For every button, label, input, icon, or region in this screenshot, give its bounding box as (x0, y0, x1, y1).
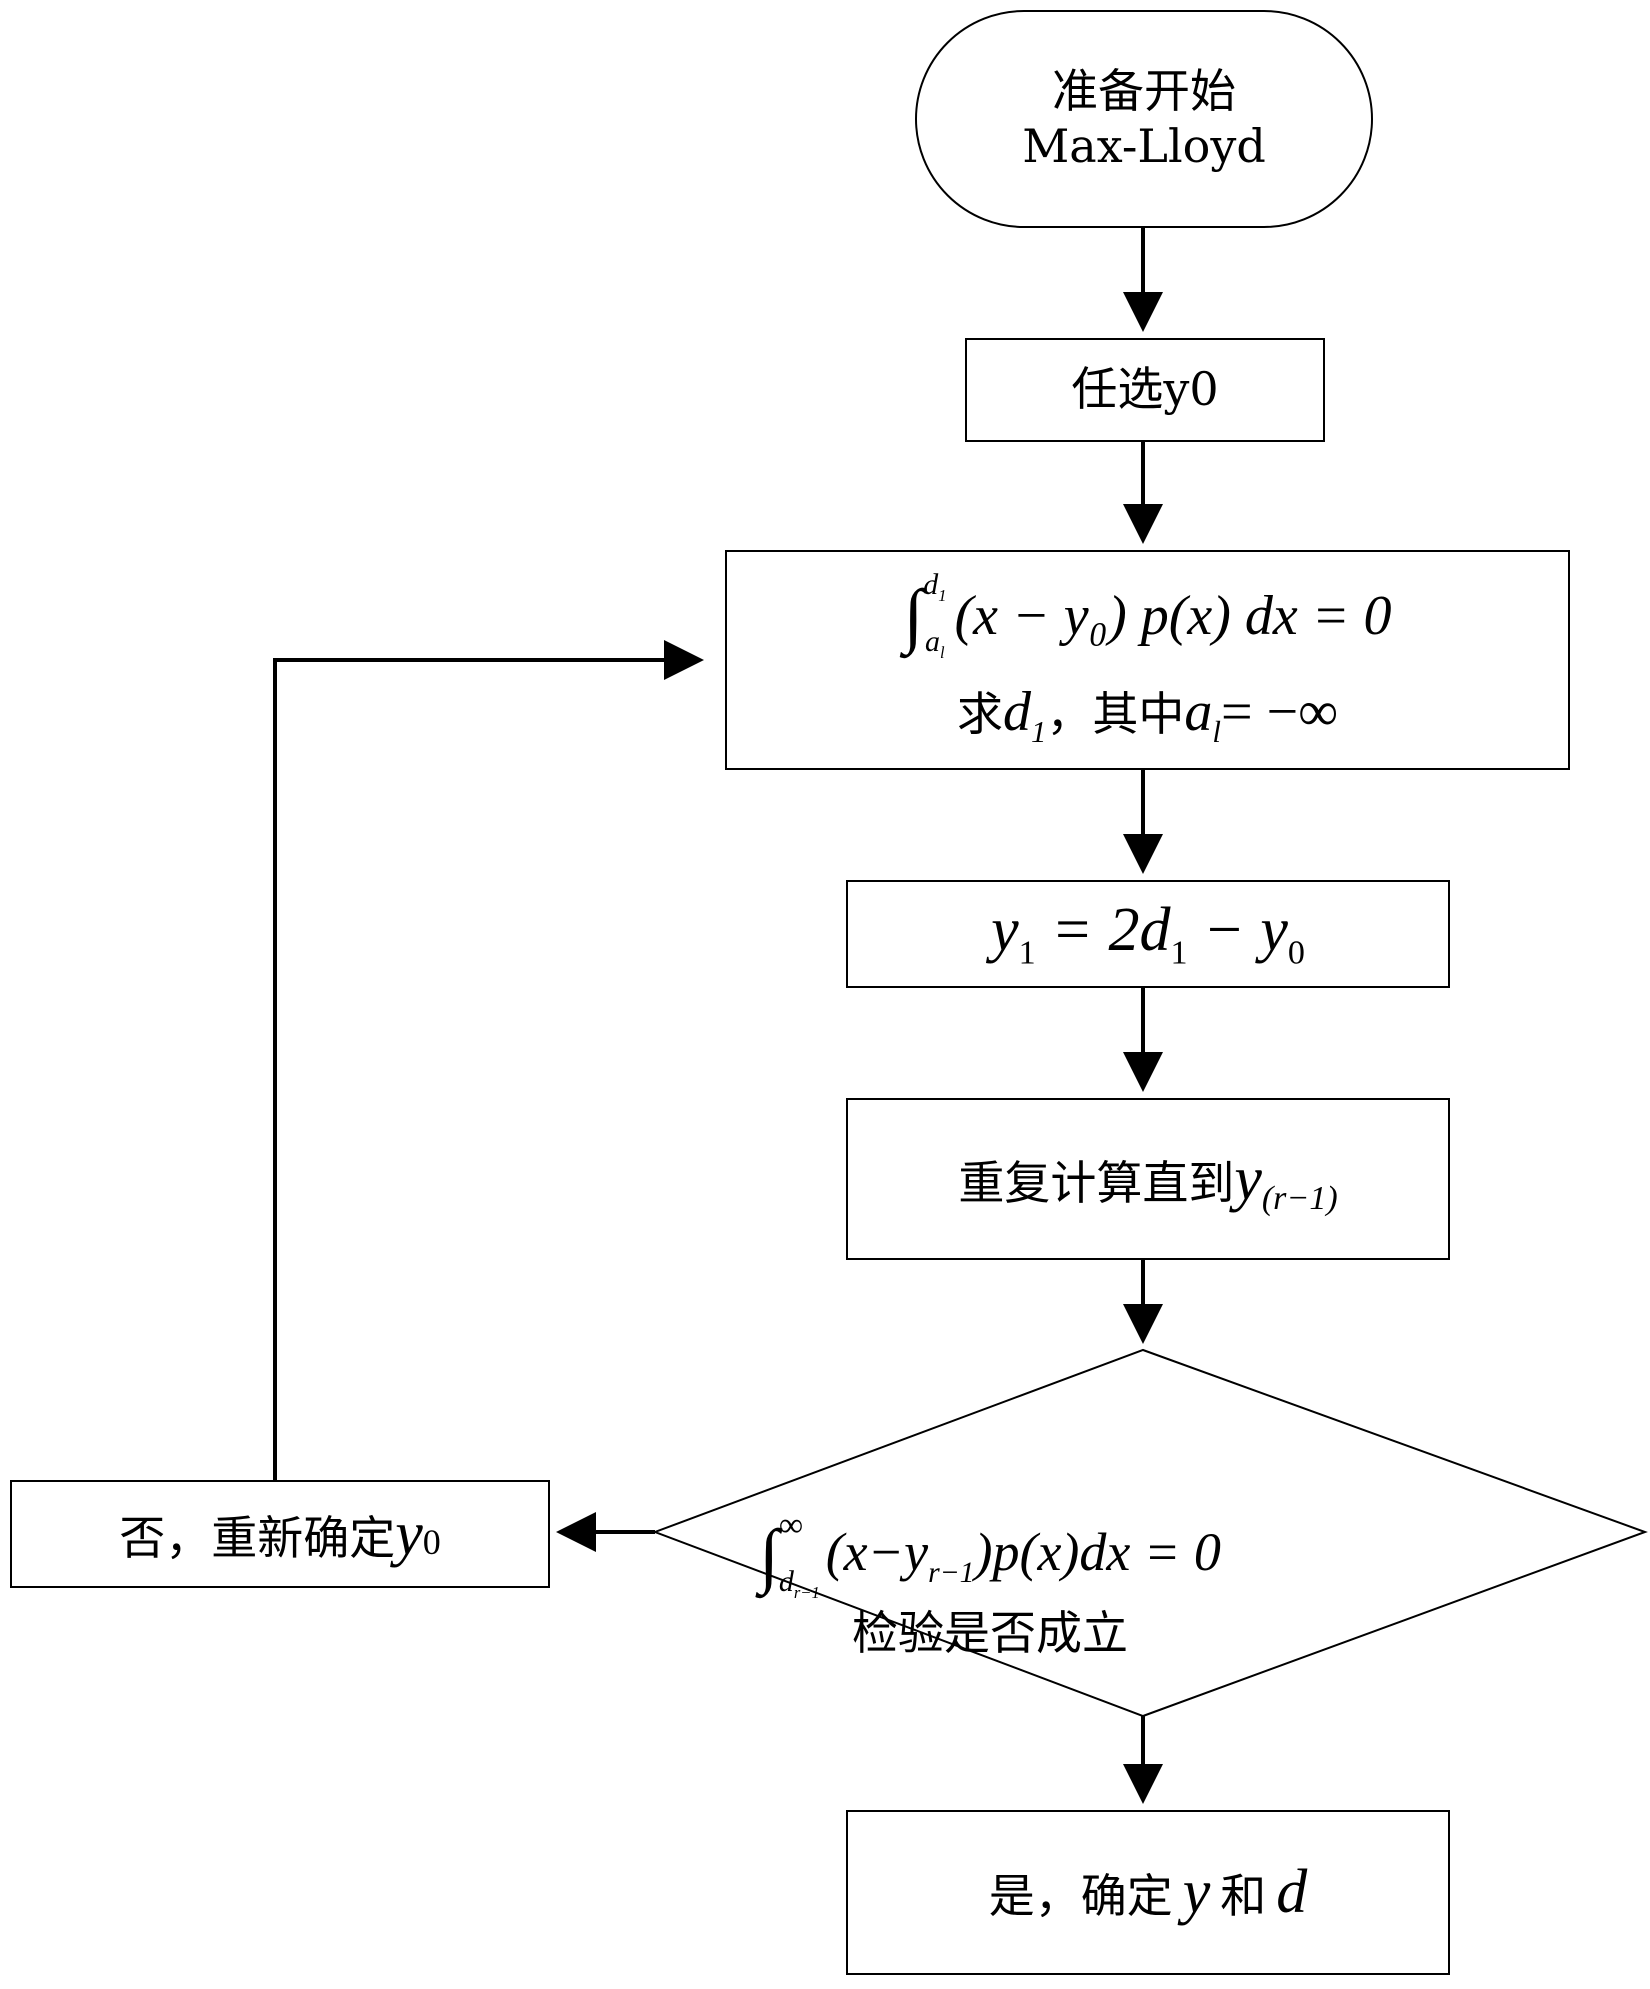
start-line1: 准备开始 (1052, 63, 1236, 118)
solve-line: 求 d1 ，其中 al = −∞ (957, 680, 1338, 750)
integral-d1-formula: ∫ d1 al (x − y₀) p(x) dx = 0 (903, 570, 1391, 661)
choose-y0-label: 任选y0 (1071, 362, 1219, 417)
start-node: 准备开始 Max-Lloyd (915, 10, 1373, 228)
lower-limit-sub: l (940, 642, 945, 662)
no-branch-var: y (395, 1499, 423, 1568)
y1-rhs-tail-sub: 0 (1287, 934, 1305, 972)
solve-var: d (1002, 680, 1031, 743)
yes-branch-box: 是，确定 y 和 d (846, 1810, 1450, 1975)
lower-limit: a (925, 624, 941, 658)
decision-body-pre: (x−y (825, 1522, 929, 1582)
no-branch-sub: 0 (422, 1521, 441, 1562)
yes-branch-var1: y (1182, 1858, 1211, 1926)
repeat-text: 重复计算直到 (958, 1155, 1235, 1210)
y1-lhs: y (991, 896, 1019, 965)
yes-branch-var2: d (1276, 1858, 1308, 1926)
yes-branch-text2: 和 (1220, 1869, 1267, 1923)
decision-integral-sign: ∫ (759, 1514, 779, 1595)
upper-limit-sub: 1 (938, 586, 947, 606)
decision-formula: ∫ ∞ dr−1 (x−yr−1)p(x)dx = 0 (759, 1509, 1221, 1602)
decision-limits: ∞ dr−1 (779, 1509, 820, 1602)
integral-limits: d1 al (923, 570, 946, 661)
repeat-line: 重复计算直到 y (r−1) (958, 1144, 1338, 1217)
yes-branch-line: 是，确定 y 和 d (989, 1857, 1308, 1928)
y1-formula: y1 = 2d1 − y0 (991, 895, 1305, 972)
y1-formula-box: y1 = 2d1 − y0 (846, 880, 1450, 988)
cond-var: a (1184, 680, 1213, 743)
no-branch-text: 否，重新确定 (119, 1510, 396, 1565)
decision-caption: 检验是否成立 (852, 1605, 1128, 1660)
arrow-no-loop-back (273, 640, 704, 1480)
decision-lower-var: d (778, 1565, 794, 1599)
repeat-sub: (r−1) (1261, 1179, 1338, 1217)
repeat-var: y (1234, 1144, 1262, 1213)
integral-body: (x − y₀) p(x) dx = 0 (954, 584, 1392, 647)
decision-lower-sub: r−1 (793, 1583, 820, 1603)
decision-upper: ∞ (778, 1507, 804, 1545)
solve-text: 求 (956, 686, 1003, 741)
y1-lhs-sub: 1 (1018, 934, 1036, 972)
decision-body-post: )p(x)dx = 0 (974, 1522, 1221, 1582)
repeat-box: 重复计算直到 y (r−1) (846, 1098, 1450, 1260)
upper-limit: d (923, 568, 939, 602)
decision-body-sub: r−1 (928, 1556, 975, 1589)
decision-content: ∫ ∞ dr−1 (x−yr−1)p(x)dx = 0 检验是否成立 (660, 1470, 1320, 1700)
yes-branch-text1: 是，确定 (988, 1869, 1173, 1923)
solve-var-sub: 1 (1030, 714, 1047, 749)
choose-y0-box: 任选y0 (965, 338, 1325, 442)
solve-mid: ，其中 (1046, 686, 1185, 741)
cond-var-sub: l (1212, 714, 1221, 749)
decision-diamond (652, 1348, 1648, 1718)
y1-rhs-tail: − y (1187, 896, 1288, 965)
integral-d1-box: ∫ d1 al (x − y₀) p(x) dx = 0 求 d1 ，其中 al… (725, 550, 1570, 770)
integral-sign: ∫ (903, 575, 924, 656)
y1-rhs-sub: 1 (1170, 934, 1188, 972)
cond-rest: = −∞ (1220, 680, 1339, 743)
start-line2: Max-Lloyd (1022, 119, 1266, 173)
y1-rhs: = 2d (1035, 896, 1171, 965)
